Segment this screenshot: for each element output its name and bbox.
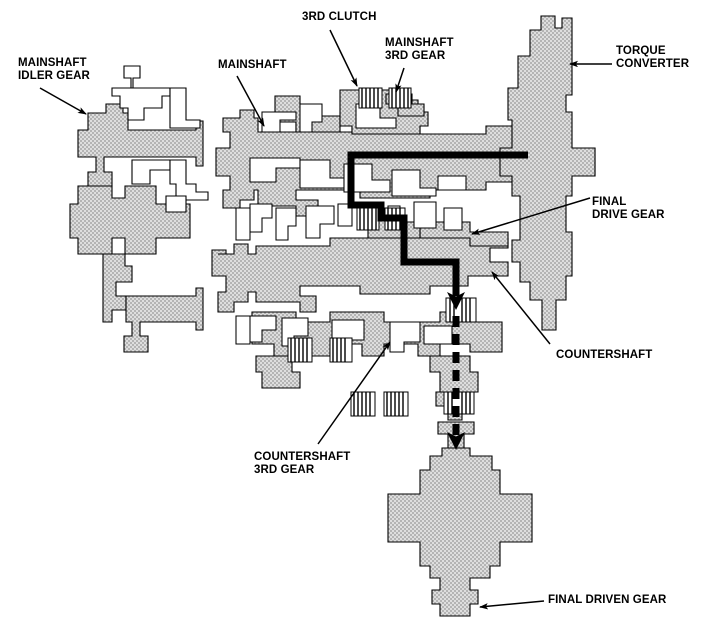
detail-mid-bracket-b <box>275 207 297 241</box>
callout-leader-lines <box>39 29 612 610</box>
metal-sections-group <box>69 15 596 617</box>
detail-lower-bracket-d <box>389 321 421 353</box>
label-mainshaft-third-gear: MAINSHAFT 3RD GEAR <box>385 37 454 62</box>
torque-converter <box>499 15 596 331</box>
leader-mainshaft-third-gear <box>395 67 405 93</box>
clutch-spline-packs <box>287 87 477 417</box>
label-final-drive-gear: FINAL DRIVE GEAR <box>592 196 665 221</box>
idler-gear-bottom-flange <box>123 287 204 353</box>
idler-gear-outline-details <box>111 87 209 213</box>
detail-mainshaft-carrier-a <box>261 111 297 133</box>
detail-mid-bracket-c <box>305 205 335 239</box>
countershaft-final-drive-step <box>419 221 509 247</box>
countershaft-shaft-body <box>211 229 509 313</box>
countershaft-third-gear-spline-pack <box>445 297 477 323</box>
idler-detail-hub-notch <box>165 195 187 213</box>
leader-final-driven-gear <box>479 600 545 610</box>
label-third-clutch: 3RD CLUTCH <box>302 11 377 23</box>
final-driven-gear-assembly <box>387 421 533 617</box>
power-flow-solid-path <box>347 151 528 310</box>
detail-mid-bracket-d <box>413 201 437 229</box>
detail-mainshaft-underside-e <box>437 175 467 191</box>
final-driven-gear-body <box>387 447 533 617</box>
third-clutch-spline-pack-left <box>358 87 383 109</box>
detail-mainshaft-underside-d <box>391 169 437 197</box>
leader-countershaft-third-gear <box>317 341 391 445</box>
label-final-driven-gear: FINAL DRIVEN GEAR <box>548 594 667 606</box>
detail-mid-post-a <box>337 203 353 227</box>
detail-mainshaft-carrier-b <box>299 103 323 133</box>
idler-detail-lower-left <box>131 159 171 185</box>
idler-gear-lower-hub <box>102 253 133 323</box>
countershaft-lower-spline-pack-mid <box>383 391 409 417</box>
countershaft-upper-spline-pack-b <box>329 337 353 363</box>
label-countershaft-third-gear: COUNTERSHAFT 3RD GEAR <box>254 451 351 476</box>
detail-lower-bracket-e <box>423 325 453 345</box>
detail-mainshaft-underside-c <box>343 163 391 193</box>
countershaft-lower-spline-pack-left <box>350 391 376 417</box>
mainshaft-lower-spline-pack-left <box>356 207 380 231</box>
label-torque-converter: TORQUE CONVERTER <box>616 45 690 70</box>
idler-gear-upper-shaft <box>77 103 204 187</box>
mainshaft-idler-gear-assembly <box>69 65 204 353</box>
leader-countershaft <box>491 271 551 345</box>
detail-mid-bracket-e <box>443 207 463 231</box>
countershaft-upper-spline-pack-a <box>287 337 313 363</box>
label-mainshaft: MAINSHAFT <box>218 59 287 71</box>
leader-final-drive-gear <box>471 197 591 235</box>
label-countershaft: COUNTERSHAFT <box>556 349 653 361</box>
idler-detail-upper-right <box>169 87 201 129</box>
detail-mid-bracket-a <box>249 203 273 233</box>
leader-third-clutch <box>329 29 358 87</box>
detail-left-post-a <box>235 207 251 241</box>
label-mainshaft-idler-gear: MAINSHAFT IDLER GEAR <box>18 57 90 82</box>
leader-mainshaft <box>236 75 265 127</box>
detail-mainshaft-underside-a <box>249 157 301 183</box>
idler-gear-mid-hub <box>69 185 191 255</box>
idler-detail-lower-right <box>169 159 209 201</box>
leader-mainshaft-idler-gear <box>39 87 87 115</box>
third-clutch-spline-pack-right <box>388 87 412 109</box>
detail-left-post-b <box>235 315 251 345</box>
power-flow-indicator <box>347 151 528 450</box>
